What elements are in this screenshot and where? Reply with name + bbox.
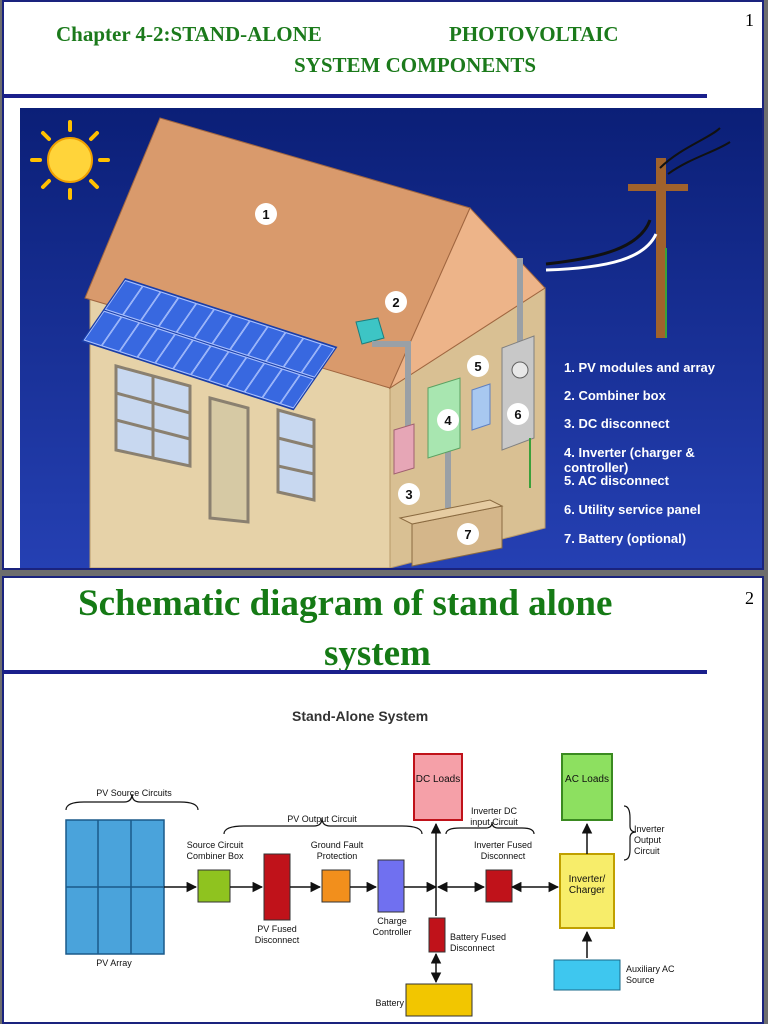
label-dc-loads: DC Loads bbox=[415, 774, 461, 785]
sun-icon bbox=[30, 120, 110, 200]
schematic-diagram bbox=[65, 753, 637, 1017]
combiner-box bbox=[355, 317, 385, 345]
label-ground-fault: Ground Fault Protection bbox=[310, 840, 364, 861]
label-combiner-box: Source Circuit Combiner Box bbox=[186, 840, 244, 861]
callout-2: 2 bbox=[392, 295, 399, 310]
legend-item-7: 7. Battery (optional) bbox=[564, 531, 687, 546]
dc-loads-block bbox=[413, 753, 463, 821]
callout-5: 5 bbox=[474, 359, 481, 374]
callout-3: 3 bbox=[405, 487, 412, 502]
slide-2: 2 Schematic diagram of stand alone syste… bbox=[2, 576, 764, 1024]
label-battery-fused-disconnect: Battery Fused Disconnect bbox=[450, 932, 507, 953]
dc-disconnect bbox=[393, 423, 415, 475]
slide-number: 1 bbox=[745, 10, 754, 30]
title-rule bbox=[4, 670, 707, 674]
diagram-heading: Stand-Alone System bbox=[292, 708, 429, 724]
utility-pole bbox=[656, 158, 666, 338]
pv-fused-disconnect-block bbox=[263, 853, 291, 921]
house-illustration: 1 2 3 4 5 6 7 bbox=[20, 108, 762, 568]
utility-service-panel bbox=[501, 335, 535, 451]
title-rule bbox=[4, 94, 707, 98]
label-pv-fused-disconnect: PV Fused Disconnect bbox=[254, 924, 300, 945]
label-auxiliary-source: Auxiliary AC Source bbox=[626, 964, 675, 985]
inverter-charger-block bbox=[559, 853, 615, 929]
window-left bbox=[114, 364, 192, 468]
window-right bbox=[276, 408, 316, 502]
slide-title-line1-right: PHOTOVOLTAIC bbox=[449, 22, 619, 46]
label-inverter-output-circuit: Inverter Output Circuit bbox=[634, 824, 665, 856]
label-pv-output-circuit: PV Output Circuit bbox=[287, 814, 357, 824]
legend-item-3: 3. DC disconnect bbox=[564, 416, 670, 431]
legend-item-1: 1. PV modules and array bbox=[564, 360, 716, 375]
ground-fault-block bbox=[321, 869, 351, 903]
inverter-fused-disconnect-block bbox=[485, 869, 513, 903]
callout-6: 6 bbox=[514, 407, 521, 422]
battery-block bbox=[405, 983, 473, 1017]
callout-7: 7 bbox=[464, 527, 471, 542]
solar-array bbox=[81, 278, 338, 411]
callout-4: 4 bbox=[444, 413, 452, 428]
slide-number: 2 bbox=[745, 588, 754, 608]
label-pv-source-circuits: PV Source Circuits bbox=[96, 788, 172, 798]
legend-item-6: 6. Utility service panel bbox=[564, 502, 701, 517]
battery-fused-disconnect-block bbox=[428, 917, 446, 953]
legend-item-5: 5. AC disconnect bbox=[564, 473, 669, 488]
ac-loads-block bbox=[561, 753, 613, 821]
callout-1: 1 bbox=[262, 207, 269, 222]
label-inverter-dc-input: Inverter DC input Circuit bbox=[470, 806, 518, 827]
slide-title-line2: system bbox=[324, 633, 431, 674]
charge-controller-block bbox=[377, 859, 405, 913]
slide-1: 1 Chapter 4-2:STAND-ALONE PHOTOVOLTAIC S… bbox=[2, 0, 764, 570]
slide-title-line1: Schematic diagram of stand alone bbox=[78, 583, 613, 624]
label-charge-controller: Charge Controller bbox=[372, 916, 412, 937]
legend-item-2: 2. Combiner box bbox=[564, 388, 666, 403]
label-pv-array: PV Array bbox=[96, 958, 132, 968]
legend-item-4: 4. Inverter (charger & controller) bbox=[564, 445, 695, 475]
label-inverter-charger: Inverter/ Charger bbox=[568, 874, 606, 896]
slide-title-line1-left: Chapter 4-2:STAND-ALONE bbox=[56, 22, 322, 46]
roof-gable bbox=[388, 207, 546, 390]
label-inverter-fused-disconnect: Inverter Fused Disconnect bbox=[473, 840, 533, 861]
label-battery: Battery bbox=[375, 998, 404, 1008]
combiner-box-block bbox=[197, 869, 231, 903]
auxiliary-source-block bbox=[553, 959, 621, 991]
ac-disconnect bbox=[471, 383, 491, 431]
slide-title-line2: SYSTEM COMPONENTS bbox=[294, 53, 537, 77]
label-ac-loads: AC Loads bbox=[565, 774, 609, 785]
front-door bbox=[208, 396, 250, 524]
